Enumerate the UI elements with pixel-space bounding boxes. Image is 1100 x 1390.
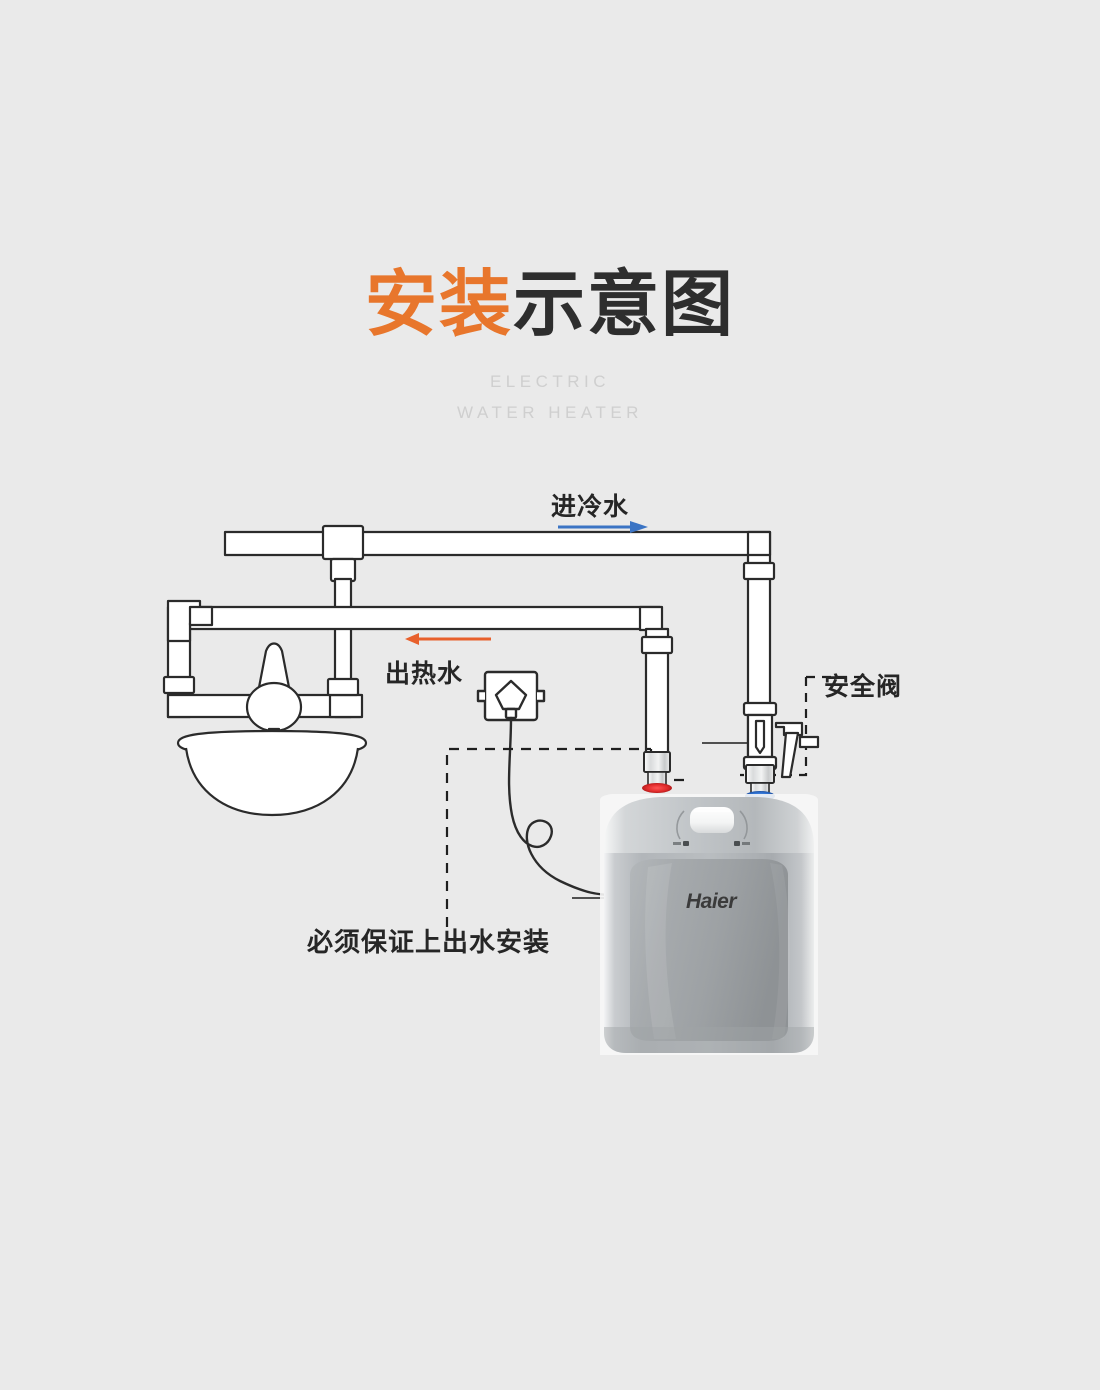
label-safety-valve: 安全阀 (824, 673, 903, 701)
tank-dial-arcs (676, 810, 748, 840)
faucet-left-lower-elbow (162, 675, 196, 695)
power-cord (507, 716, 616, 897)
installation-diagram (0, 455, 1100, 1075)
cold-water-arrow (558, 521, 648, 533)
hot-water-arrow (405, 633, 491, 645)
label-must-top-outlet: 必须保证上出水安装 (307, 927, 551, 957)
label-cold-water-inlet: 进冷水 (551, 493, 630, 521)
mixer-faucet (245, 642, 303, 741)
hot-return-elbow (638, 605, 664, 632)
page-title: 安装示意图 (0, 265, 1100, 345)
hot-port-color-ring (642, 783, 672, 793)
page-subtitle-line-2: WATER HEATER (457, 403, 643, 423)
faucet-left-step-fitting (188, 605, 214, 627)
page-title-rest: 示意图 (513, 265, 736, 345)
faucet-right-riser (328, 693, 364, 719)
label-hot-water-outlet: 出热水 (385, 660, 464, 688)
hot-outlet-nipple (642, 751, 672, 793)
cold-supply-tee-fitting (321, 524, 365, 583)
page-subtitle-line-1: ELECTRIC (489, 371, 611, 391)
top-outlet-callout-box (445, 747, 651, 927)
page-title-accent: 安装 (364, 265, 513, 345)
water-heater-tank (600, 794, 818, 1055)
cold-riser-collar (742, 561, 776, 581)
diagram-canvas (162, 524, 862, 1055)
safety-valve (742, 701, 820, 779)
tank-control-knob[interactable] (690, 807, 734, 833)
wash-basin (176, 729, 368, 817)
safety-valve-callout (740, 675, 862, 777)
haier-brand-logo: Haier (686, 890, 737, 913)
page-header: 安装示意图 ELECTRIC WATER HEATER (0, 265, 1100, 429)
hot-return-collar (640, 635, 674, 655)
page-subtitle: ELECTRIC WATER HEATER (0, 366, 1100, 429)
tank-indicator-marks (673, 841, 750, 846)
hot-return-main-pipe (183, 605, 662, 631)
pipe-network (162, 524, 776, 757)
faucet-right-elbow (326, 677, 360, 697)
power-socket (476, 670, 546, 722)
top-outlet-callout-bracket (649, 749, 692, 782)
cold-supply-main-pipe (223, 530, 772, 557)
